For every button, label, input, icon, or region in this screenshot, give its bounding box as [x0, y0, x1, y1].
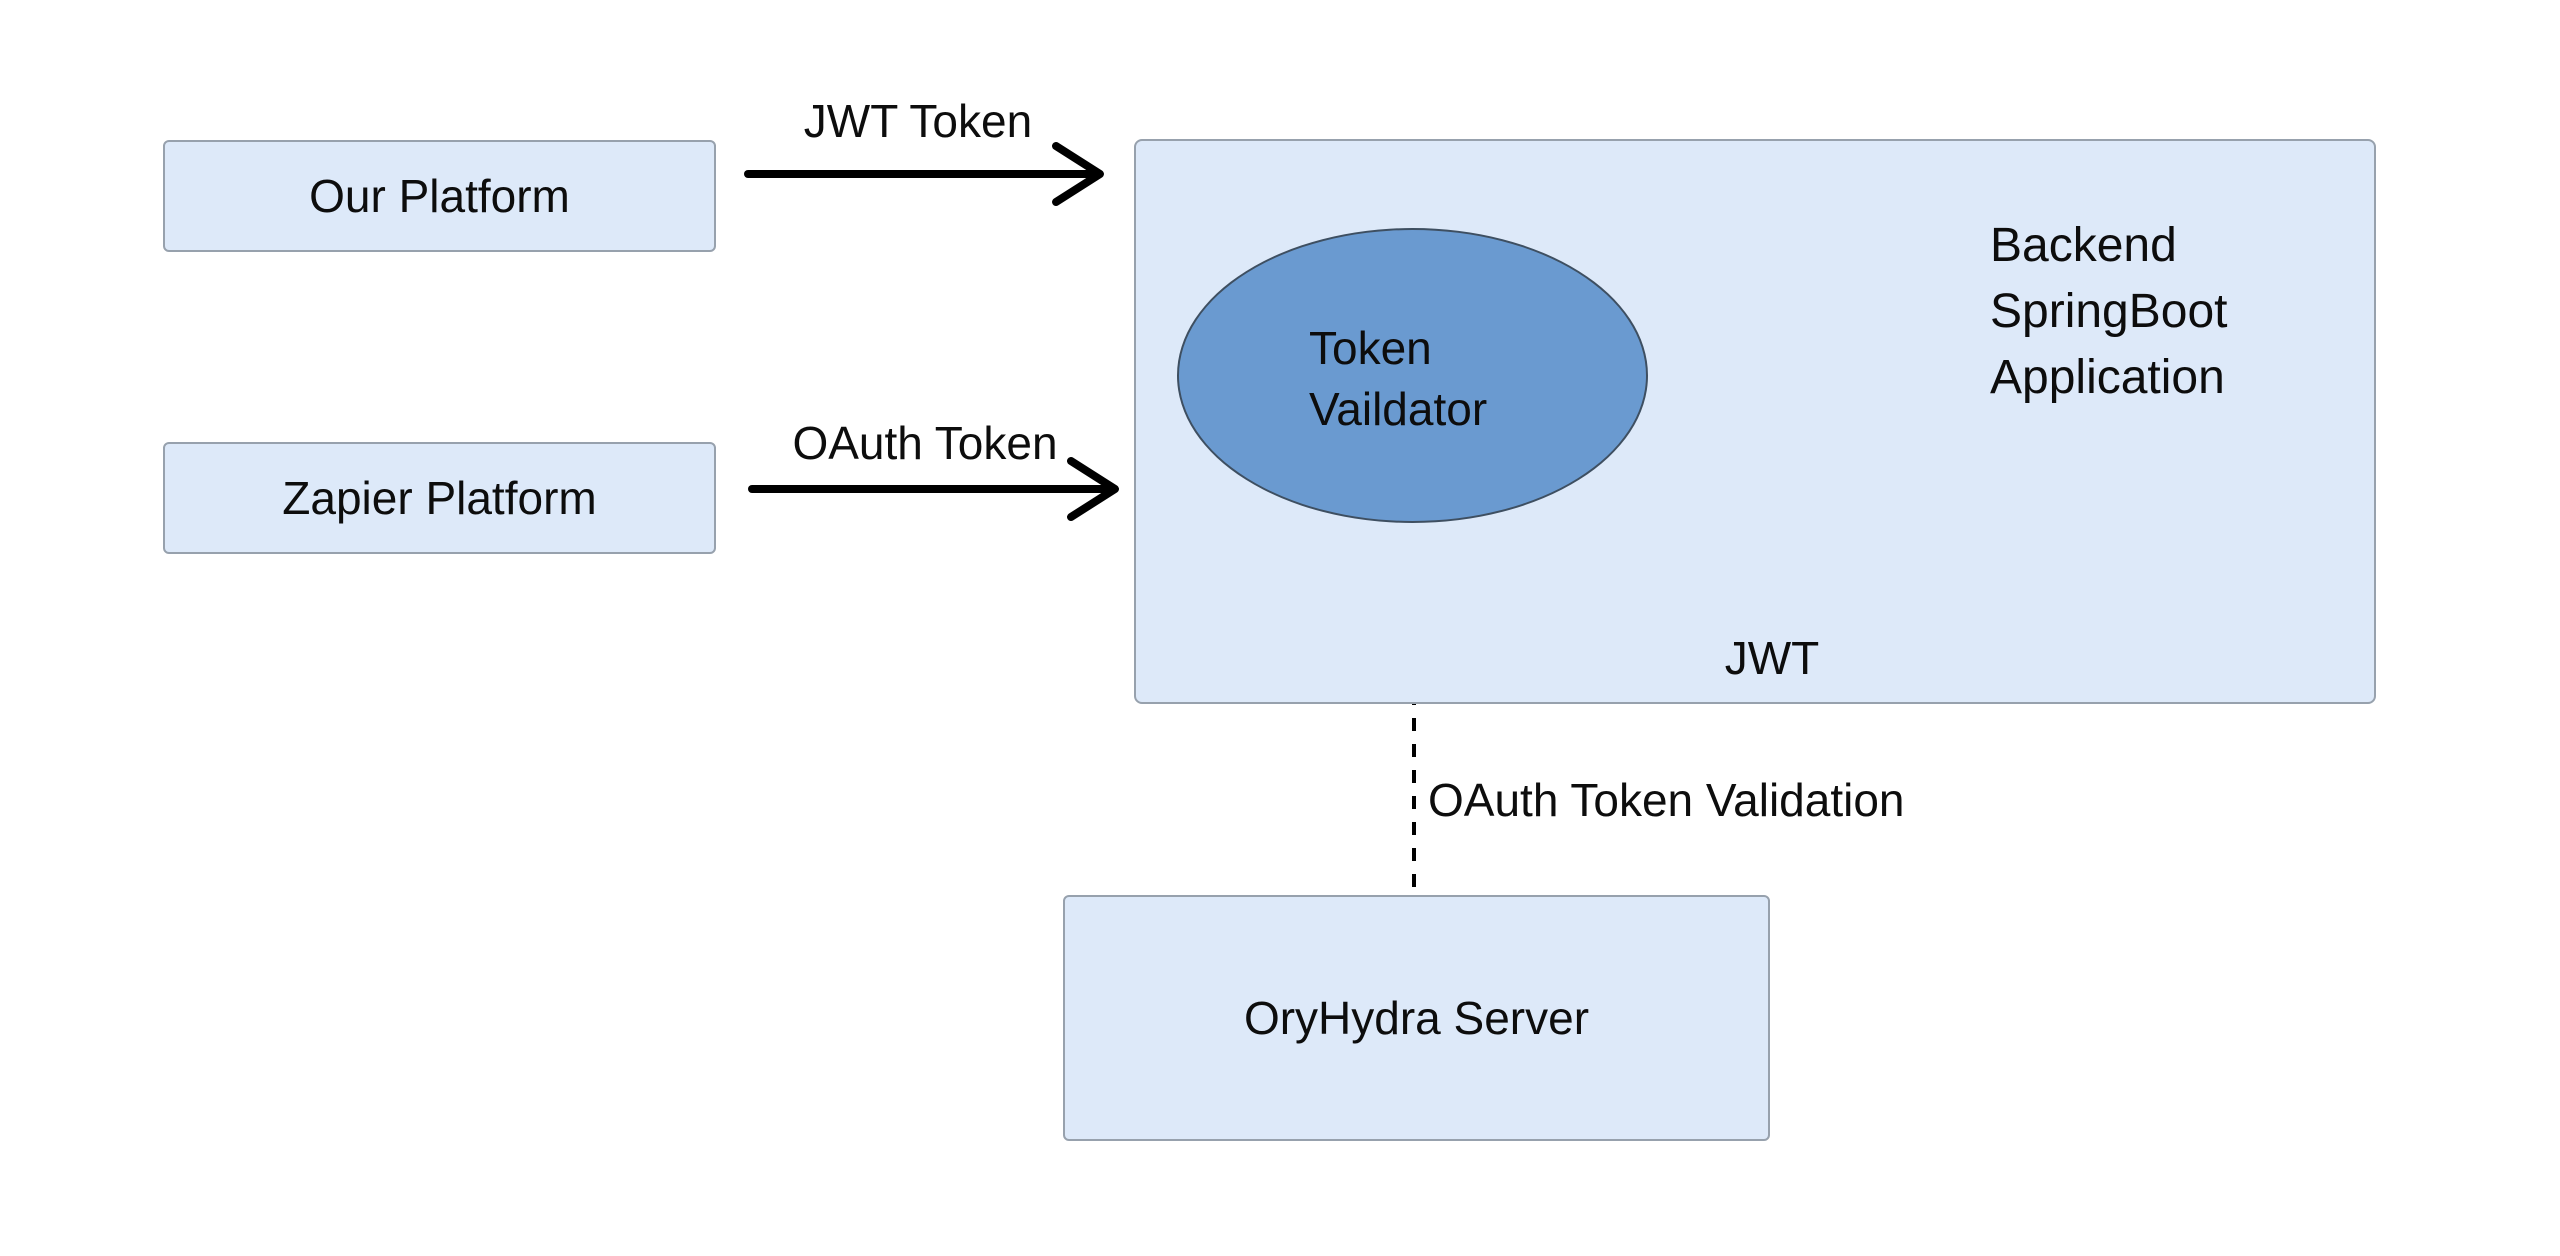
- backend-label-line-3: Application: [1990, 351, 2225, 404]
- backend-label-line-1: Backend: [1990, 219, 2177, 272]
- node-zapier-platform: Zapier Platform: [163, 442, 716, 554]
- jwt-connector-label: JWT: [1724, 632, 1820, 684]
- oauth-token-arrow-label: OAuth Token: [792, 417, 1058, 469]
- zapier-platform-label: Zapier Platform: [282, 472, 597, 524]
- token-validator-label-line-1: Token: [1309, 322, 1432, 374]
- oauth-token-validation-label: OAuth Token Validation: [1428, 774, 1905, 826]
- jwt-token-arrow-label: JWT Token: [803, 95, 1033, 147]
- oryhydra-server-label: OryHydra Server: [1243, 992, 1590, 1044]
- jwt-token-arrow: [744, 142, 1104, 206]
- ellipse-token-validator: Token Vaildator: [1177, 228, 1648, 523]
- token-validator-label: Token Vaildator: [1309, 318, 1487, 440]
- node-backend-application-label: Backend SpringBoot Application: [1990, 213, 2228, 411]
- token-validator-label-line-2: Vaildator: [1309, 383, 1488, 435]
- our-platform-label: Our Platform: [309, 170, 570, 222]
- node-our-platform: Our Platform: [163, 140, 716, 252]
- node-oryhydra-server: OryHydra Server: [1063, 895, 1770, 1141]
- backend-label-line-2: SpringBoot: [1990, 285, 2228, 338]
